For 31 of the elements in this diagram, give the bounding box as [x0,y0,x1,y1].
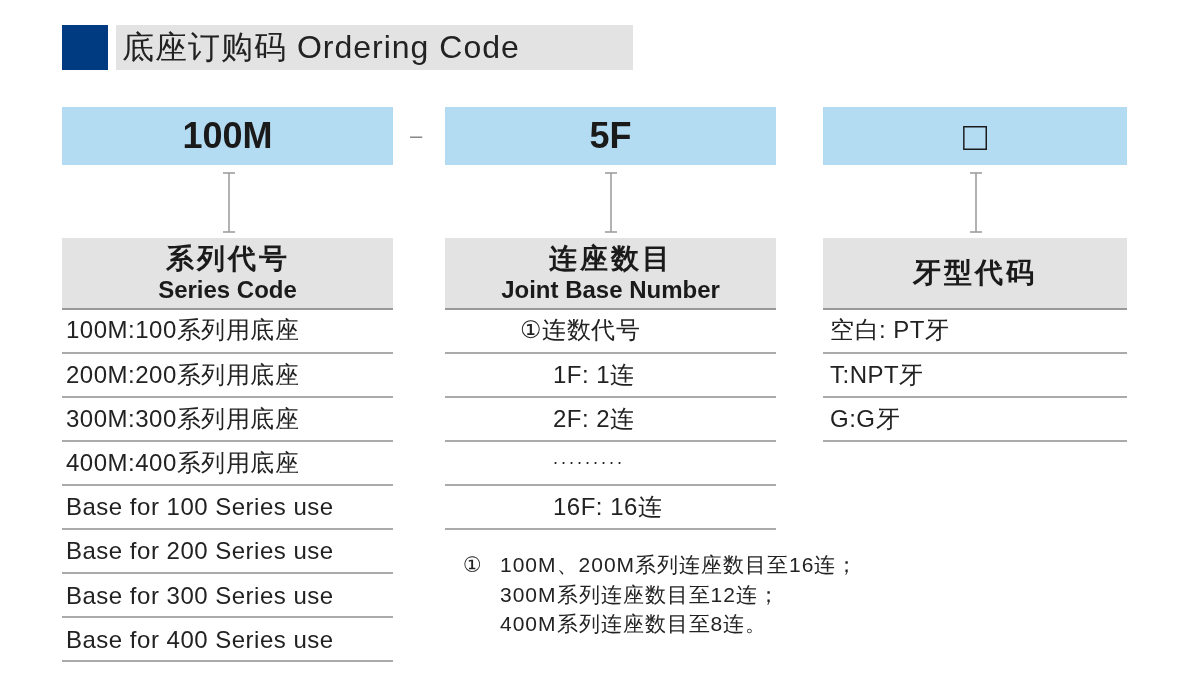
note-text: 100M、200M系列连座数目至16连； [500,552,859,578]
option-text: T:NPT牙 [830,360,924,390]
note-text: 300M系列连座数目至12连； [500,582,780,608]
option-text: 16F: 16连 [553,492,663,522]
separator-dash: – [410,122,423,150]
option-text: 2F: 2连 [553,404,635,434]
option-text: G:G牙 [830,404,900,434]
connector-line [222,172,236,233]
option-text: 200M:200系列用底座 [66,360,300,390]
title-bar: 底座订购码 Ordering Code [116,25,633,70]
code-box: 100M [62,107,393,165]
option-text: 300M:300系列用底座 [66,404,300,434]
code-box: □ [823,107,1127,165]
ellipsis-text: ......... [553,447,625,470]
connector-line [969,172,983,233]
option-text: Base for 100 Series use [66,492,334,522]
option-text: 空白: PT牙 [830,315,950,345]
column-header: 牙型代码 [823,238,1127,310]
code-box: 5F [445,107,776,165]
column-header: 系列代号 Series Code [62,238,393,310]
option-text: 400M:400系列用底座 [66,448,300,478]
option-text: Base for 400 Series use [66,625,334,655]
option-text: Base for 300 Series use [66,581,334,611]
option-text: 100M:100系列用底座 [66,315,300,345]
option-text: 1F: 1连 [553,360,635,390]
column-header: 连座数目 Joint Base Number [445,238,776,310]
connector-line [604,172,618,233]
note-text: 400M系列连座数目至8连。 [500,611,768,637]
option-text: Base for 200 Series use [66,536,334,566]
note-text: ① [463,552,483,578]
option-text: ①连数代号 [520,315,640,345]
